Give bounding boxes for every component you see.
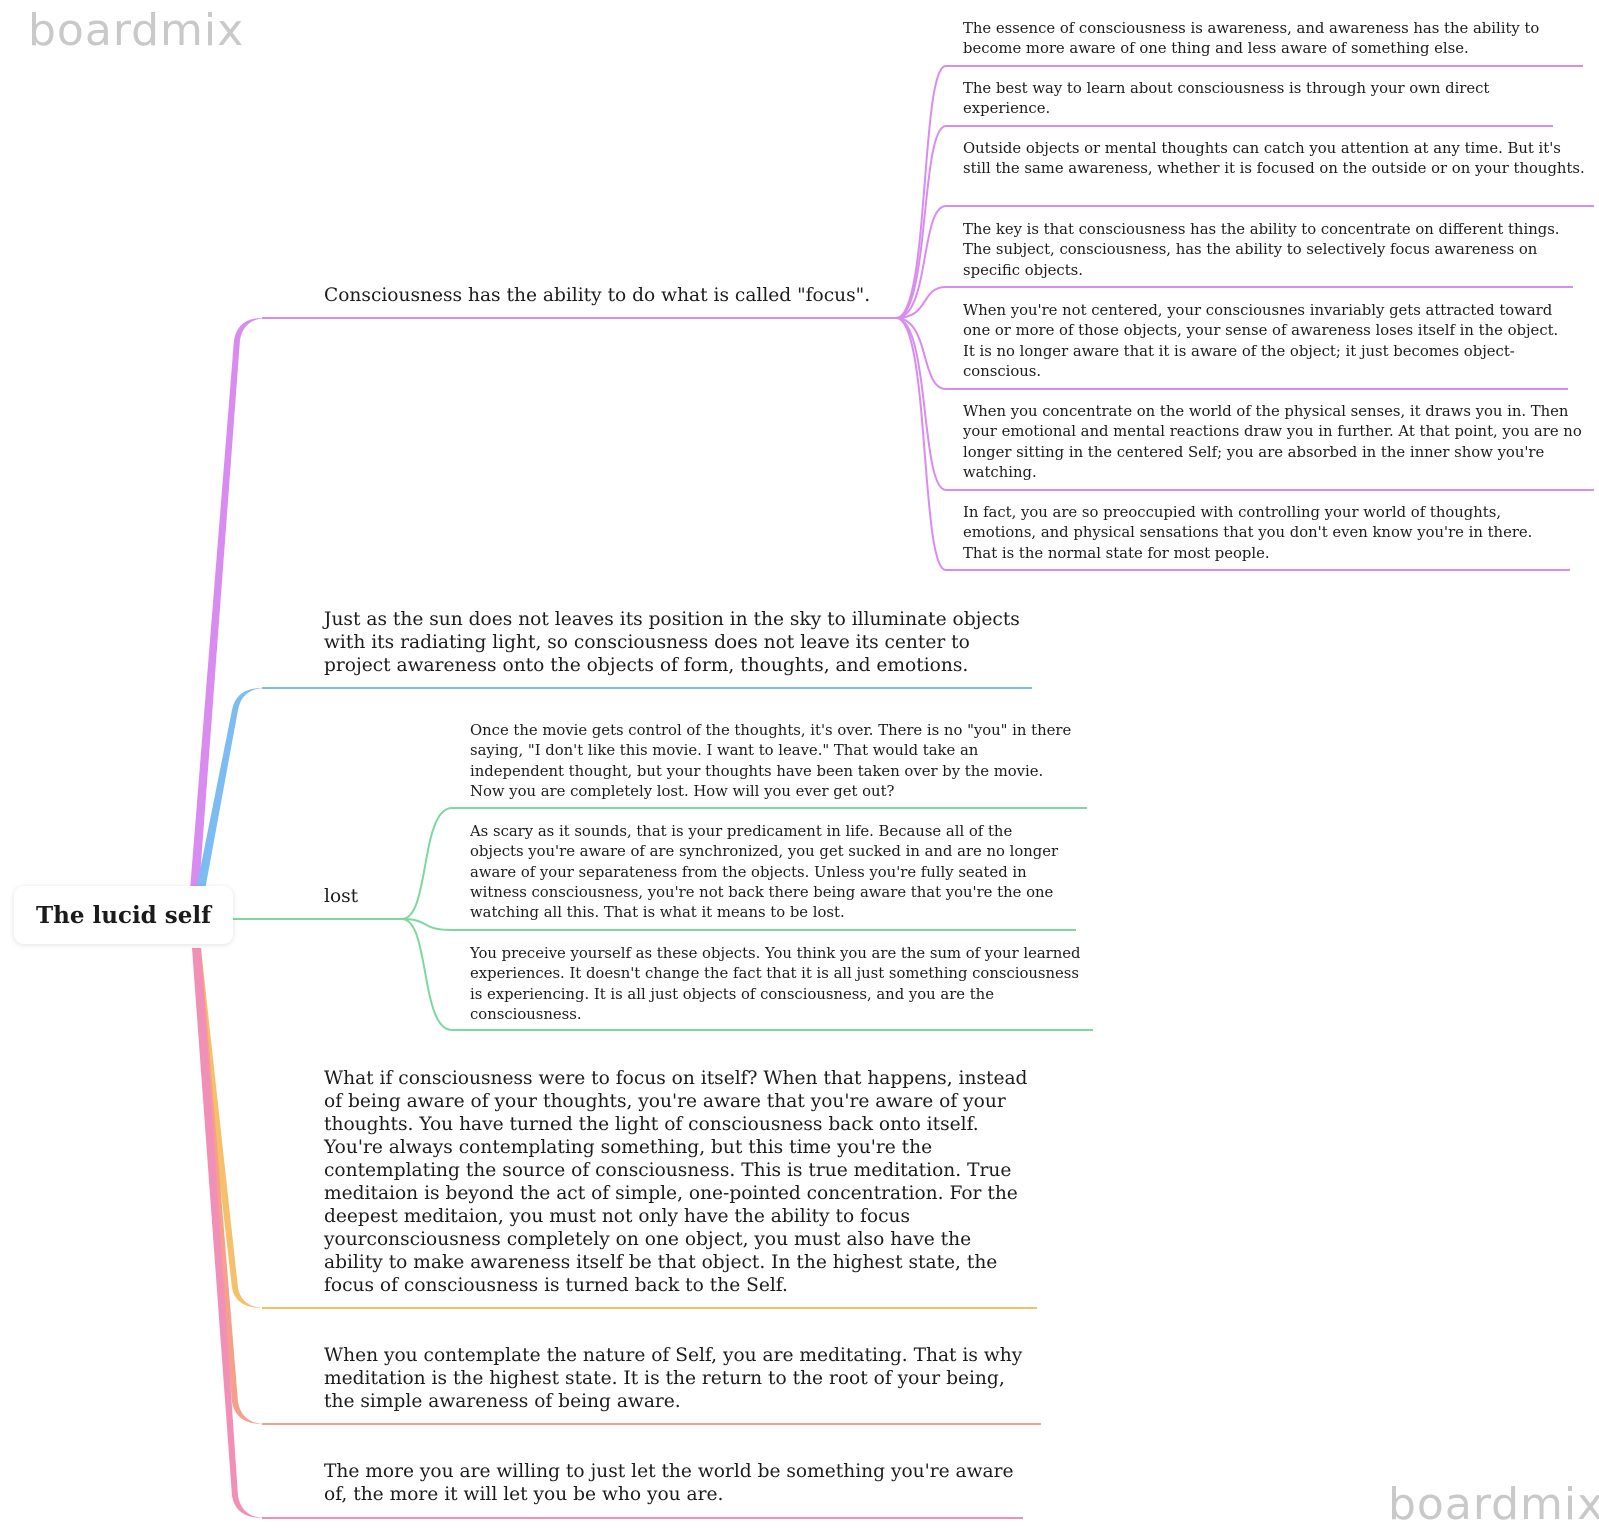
green-child-connectors bbox=[401, 807, 1093, 1031]
branch-label: What if consciousness were to focus on i… bbox=[324, 1068, 1028, 1296]
watermark-top-left: boardmix bbox=[28, 5, 245, 56]
child-node[interactable]: Outside objects or mental thoughts can c… bbox=[963, 139, 1591, 180]
child-node[interactable]: In fact, you are so preoccupied with con… bbox=[963, 503, 1567, 564]
child-node[interactable]: The key is that consciousness has the ab… bbox=[963, 220, 1565, 281]
child-label: The essence of consciousness is awarenes… bbox=[963, 20, 1540, 58]
branch-node-meditation[interactable]: What if consciousness were to focus on i… bbox=[324, 1067, 1030, 1297]
child-label: In fact, you are so preoccupied with con… bbox=[963, 504, 1533, 562]
child-label: You preceive yourself as these objects. … bbox=[470, 945, 1081, 1023]
branch-label: lost bbox=[324, 886, 359, 907]
child-label: As scary as it sounds, that is your pred… bbox=[470, 823, 1059, 922]
trunk-blue bbox=[196, 688, 266, 890]
trunk-pink bbox=[192, 948, 266, 1518]
child-label: When you concentrate on the world of the… bbox=[963, 403, 1582, 481]
branch-node-sun[interactable]: Just as the sun does not leaves its posi… bbox=[324, 608, 1024, 677]
branch-node-focus[interactable]: Consciousness has the ability to do what… bbox=[324, 284, 894, 307]
branch-label: When you contemplate the nature of Self,… bbox=[324, 1345, 1023, 1412]
branch-node-contemplate[interactable]: When you contemplate the nature of Self,… bbox=[324, 1344, 1032, 1413]
watermark-bottom-right: boardmix bbox=[1388, 1479, 1599, 1528]
child-label: When you're not centered, your conscious… bbox=[963, 302, 1559, 380]
root-label: The lucid self bbox=[36, 901, 211, 929]
child-node[interactable]: You preceive yourself as these objects. … bbox=[470, 944, 1082, 1025]
branch-label: Just as the sun does not leaves its posi… bbox=[324, 609, 1020, 676]
child-node[interactable]: As scary as it sounds, that is your pred… bbox=[470, 822, 1070, 923]
child-node[interactable]: The essence of consciousness is awarenes… bbox=[963, 19, 1591, 60]
child-label: The key is that consciousness has the ab… bbox=[963, 221, 1560, 279]
child-node[interactable]: When you're not centered, your conscious… bbox=[963, 301, 1563, 382]
child-label: The best way to learn about consciousnes… bbox=[963, 80, 1490, 118]
branch-label: The more you are willing to just let the… bbox=[324, 1461, 1014, 1505]
child-node[interactable]: Once the movie gets control of the thoug… bbox=[470, 721, 1075, 802]
root-node[interactable]: The lucid self bbox=[14, 886, 233, 944]
child-node[interactable]: When you concentrate on the world of the… bbox=[963, 402, 1591, 483]
purple-child-connectors bbox=[895, 65, 1594, 571]
branch-node-lost[interactable]: lost bbox=[324, 885, 414, 908]
trunk-purple bbox=[190, 318, 268, 890]
child-label: Outside objects or mental thoughts can c… bbox=[963, 140, 1585, 178]
branch-label: Consciousness has the ability to do what… bbox=[324, 285, 871, 306]
branch-node-willing[interactable]: The more you are willing to just let the… bbox=[324, 1460, 1014, 1506]
child-label: Once the movie gets control of the thoug… bbox=[470, 722, 1072, 800]
child-node[interactable]: The best way to learn about consciousnes… bbox=[963, 79, 1563, 120]
